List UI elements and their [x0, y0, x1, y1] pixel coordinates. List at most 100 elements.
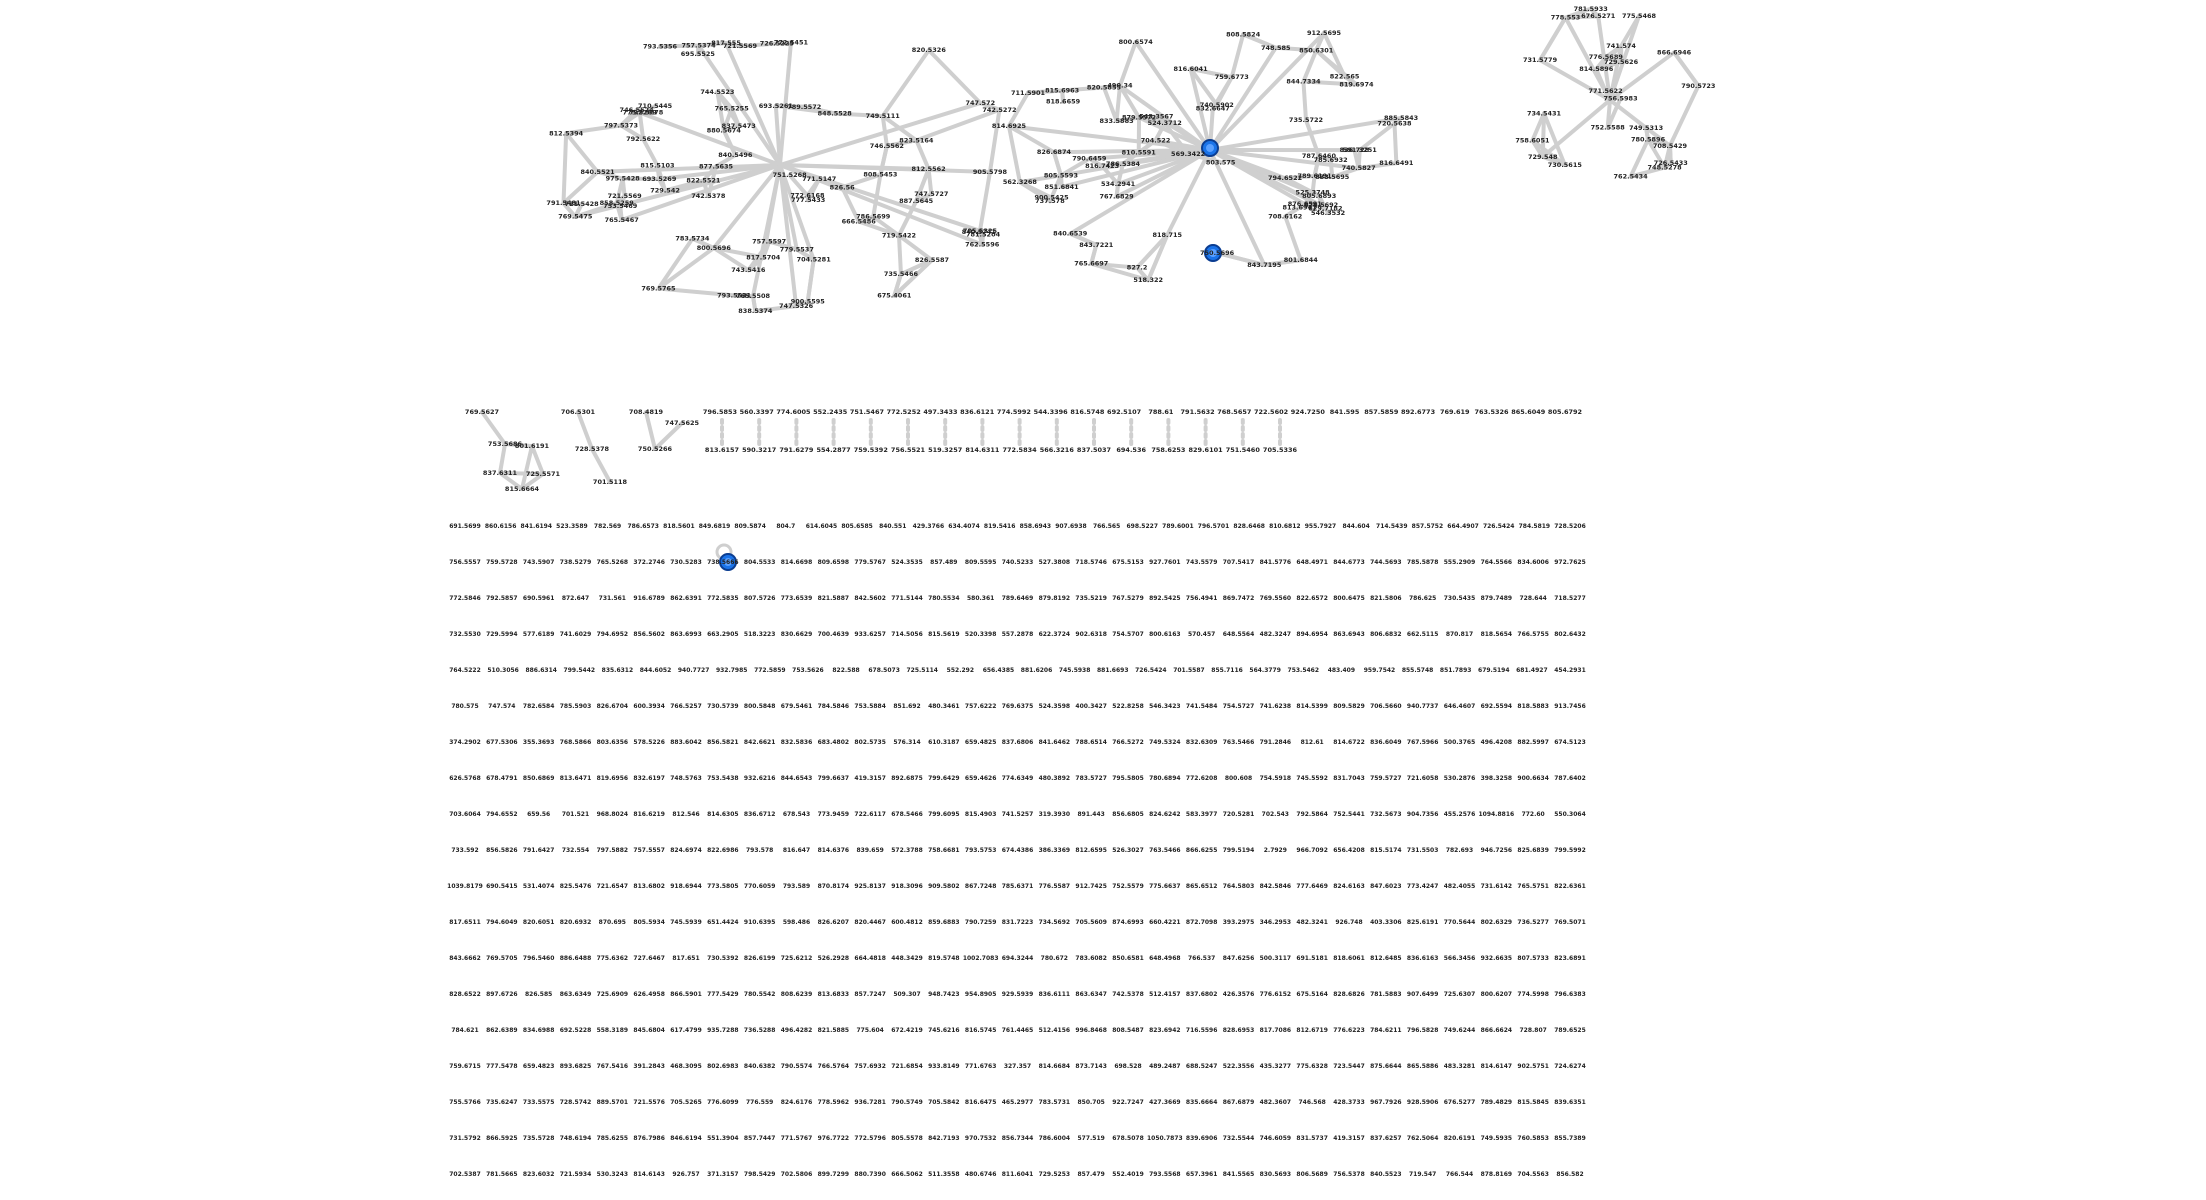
isolated-node-label: 674.4386	[1002, 847, 1034, 854]
isolated-node-label: 610.3187	[928, 739, 960, 746]
graph-edge	[773, 103, 782, 167]
isolated-node-label: 802.6983	[707, 1063, 739, 1070]
graph-edge	[914, 167, 931, 204]
graph-edge	[774, 40, 793, 46]
isolated-node-label: 765.5268	[597, 559, 629, 566]
graph-edge	[856, 219, 901, 238]
node-label: 735.5722	[1289, 116, 1323, 124]
isolated-node-label: 558.3189	[597, 1027, 629, 1034]
graph-edge	[1603, 89, 1623, 101]
isolated-node-label: 808.5487	[1112, 1027, 1144, 1034]
node-label: 737.578	[1035, 197, 1065, 205]
node-label: 562.3268	[1003, 178, 1038, 186]
isolated-node-label: 2.7929	[1264, 847, 1287, 854]
isolated-node-label: 806.5689	[1296, 1171, 1328, 1178]
graph-edge	[761, 163, 782, 260]
node-label: 777.5433	[791, 196, 825, 204]
isolated-node-label: 780.5534	[928, 595, 960, 602]
isolated-node-label: 889.5701	[597, 1099, 629, 1106]
node-label: 748.585	[1261, 44, 1291, 52]
node-label: 790.5723	[1681, 82, 1715, 90]
isolated-node-label: 634.4074	[948, 523, 980, 530]
node-label: 808.5453	[863, 171, 897, 179]
node-label: 791.6279	[779, 446, 814, 454]
isolated-node-label: 818.6061	[1333, 955, 1365, 962]
isolated-node-label: 428.3733	[1333, 1099, 1365, 1106]
isolated-node-label: 681.4927	[1516, 667, 1548, 674]
node-label: 524.3712	[1148, 119, 1182, 127]
isolated-node-label: 809.5874	[734, 523, 766, 530]
isolated-node-label: 782.693	[1446, 847, 1473, 854]
graph-edge	[1060, 88, 1066, 104]
graph-edge	[721, 123, 741, 133]
isolated-node-label: 816.6475	[965, 1099, 997, 1106]
node-label: 758.6253	[1151, 446, 1185, 454]
graph-edge	[1188, 66, 1234, 80]
isolated-node-label: 741.5257	[1002, 811, 1034, 818]
node-label: 805.5593	[1044, 171, 1078, 179]
node-label: 726.5225	[760, 39, 795, 47]
graph-edge	[1165, 148, 1212, 238]
isolated-node-label: 932.6216	[744, 775, 776, 782]
node-label: 719.5422	[882, 232, 916, 240]
isolated-node-label: 842.7193	[928, 1135, 960, 1142]
graph-edge	[1089, 261, 1140, 270]
graph-edge	[520, 444, 534, 491]
node-label: 841.595	[1330, 408, 1360, 416]
graph-edge	[987, 107, 1002, 174]
isolated-node-label: 770.6059	[744, 883, 776, 890]
node-label: 758.6051	[1515, 136, 1550, 144]
isolated-node-label: 705.5265	[670, 1099, 702, 1106]
node-label: 865.6049	[1511, 408, 1546, 416]
node-label: 810.5591	[1122, 149, 1157, 157]
node-label: 704.522	[1141, 137, 1171, 145]
isolated-node-label: 769.5705	[486, 955, 518, 962]
node-label: 768.5657	[1217, 408, 1251, 416]
isolated-node-label: 866.6255	[1186, 847, 1218, 854]
graph-edge	[1026, 88, 1065, 95]
isolated-node-label: 904.7356	[1407, 811, 1439, 818]
node-label: 765.5508	[736, 292, 771, 300]
isolated-node-label: 802.6329	[1481, 919, 1513, 926]
node-label: 750.5696	[1200, 249, 1235, 257]
node-label: 693.5261	[759, 102, 794, 110]
isolated-node-label: 675.5164	[1296, 991, 1328, 998]
isolated-node-label: 748.6194	[560, 1135, 592, 1142]
isolated-node-label: 791.6427	[523, 847, 555, 854]
node-label: 820.5326	[912, 46, 947, 54]
isolated-node-label: 769.5071	[1554, 919, 1586, 926]
isolated-node-label: 455.2576	[1444, 811, 1476, 818]
isolated-node-label: 813.6802	[633, 883, 665, 890]
node-label: 725.5571	[526, 470, 561, 478]
isolated-node-label: 828.6826	[1333, 991, 1365, 998]
isolated-node-label: 823.6032	[523, 1171, 555, 1178]
isolated-node-label: 781.5665	[486, 1171, 518, 1178]
node-label: 803.575	[1206, 158, 1236, 166]
isolated-node-label: 672.4219	[891, 1027, 923, 1034]
isolated-node-label: 808.6239	[781, 991, 813, 998]
isolated-node-label: 674.5123	[1554, 739, 1586, 746]
isolated-node-label: 822.588	[832, 667, 859, 674]
isolated-node-label: 660.4221	[1149, 919, 1181, 926]
node-label: 781.5933	[1574, 5, 1608, 13]
graph-edge	[778, 163, 816, 262]
graph-edge	[1262, 258, 1303, 267]
isolated-node-label: 690.5415	[486, 883, 518, 890]
isolated-node-label: 735.6247	[486, 1099, 518, 1106]
node-label: 818.6659	[1046, 98, 1081, 106]
node-label: 843.7195	[1247, 261, 1282, 269]
isolated-node-label: 805.5934	[633, 919, 665, 926]
node-label: 762.5434	[1614, 172, 1649, 180]
isolated-node-label: 678.5078	[1112, 1135, 1144, 1142]
isolated-node-label: 777.6469	[1296, 883, 1328, 890]
isolated-node-label: 814.6143	[633, 1171, 665, 1178]
isolated-node-label: 771.5767	[781, 1135, 813, 1142]
isolated-node-label: 776.6152	[1260, 991, 1292, 998]
isolated-node-label: 776.6099	[707, 1099, 739, 1106]
isolated-node-label: 745.5939	[670, 919, 702, 926]
isolated-node-label: 839.6906	[1186, 1135, 1218, 1142]
graph-edge	[926, 48, 983, 106]
isolated-node-label: 800.5848	[744, 703, 776, 710]
node-label: 771.5147	[802, 175, 836, 183]
isolated-node-label: 783.6082	[1075, 955, 1107, 962]
